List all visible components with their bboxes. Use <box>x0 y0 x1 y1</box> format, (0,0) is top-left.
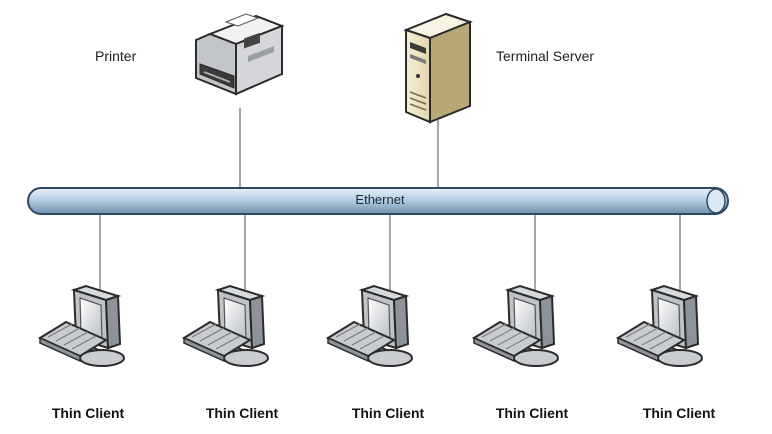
monitor-icon <box>183 285 269 367</box>
ethernet-bus <box>27 187 729 215</box>
ethernet-label: Ethernet <box>355 192 405 207</box>
client-label: Thin Client <box>642 405 716 421</box>
monitor-icon <box>327 285 413 367</box>
printer-icon <box>195 13 285 96</box>
printer-label: Printer <box>95 48 137 64</box>
monitor-icon <box>39 285 125 367</box>
server-tower-icon <box>403 12 473 124</box>
monitor-icon <box>617 285 703 367</box>
client-label: Thin Client <box>205 405 279 421</box>
client-label: Thin Client <box>495 405 569 421</box>
monitor-icon <box>473 285 559 367</box>
client-label: Thin Client <box>51 405 125 421</box>
terminal-server-label: Terminal Server <box>496 48 595 64</box>
client-label: Thin Client <box>351 405 425 421</box>
